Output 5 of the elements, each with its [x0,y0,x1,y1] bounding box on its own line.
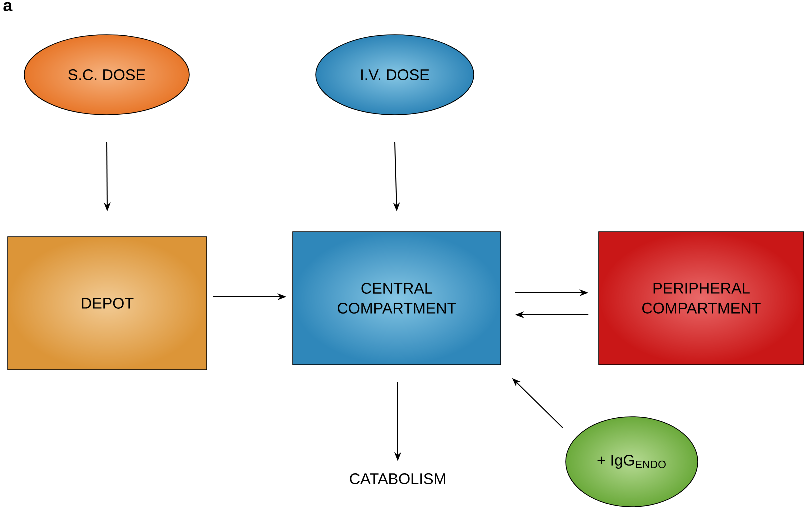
catabolism-label: CATABOLISM [350,474,446,484]
depot-box: DEPOT [8,236,208,370]
compartment-box: CENTRAL COMPARTMENT [292,232,502,366]
compartment-box: PERIPHERAL COMPARTMENT [598,232,804,366]
panel-label: a [4,2,13,12]
